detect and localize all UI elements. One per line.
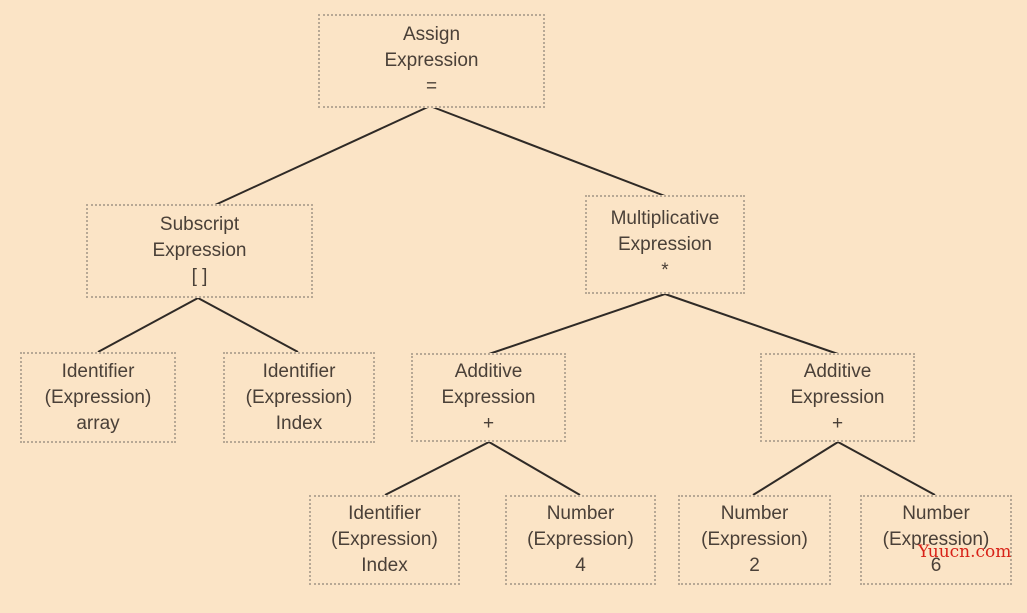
multiplicative-expression-node: Multiplicative Expression * — [585, 195, 745, 294]
node-label-line-2: Expression — [441, 386, 536, 408]
additive-expression-left-node: Additive Expression + — [411, 353, 566, 442]
edge-additive-right-number-2 — [752, 441, 839, 496]
node-label-line-2: Expression — [152, 240, 247, 261]
assign-expression-node: Assign Expression = — [318, 14, 545, 108]
number-4-node: Number (Expression) 4 — [505, 495, 656, 585]
additive-expression-right-node: Additive Expression + — [760, 353, 915, 442]
identifier-array-node: Identifier (Expression) array — [20, 352, 176, 443]
node-label-line-3: + — [482, 412, 495, 434]
identifier-index-node: Identifier (Expression) Index — [223, 352, 375, 443]
node-label-line-3: + — [831, 412, 844, 434]
edge-multiplicative-additive-right — [664, 293, 839, 355]
node-label-line-2: Expression — [384, 50, 479, 71]
node-label-line-2: Expression — [790, 386, 885, 408]
node-label-line-3: = — [425, 76, 438, 97]
node-label-line-2: (Expression) — [44, 386, 152, 408]
node-label-line-3: Index — [275, 412, 323, 434]
node-label-line-2: (Expression) — [701, 529, 808, 550]
node-label-line-1: Identifier — [348, 503, 421, 524]
edge-subscript-identifier-index — [197, 297, 299, 353]
node-label-line-2: (Expression) — [882, 529, 990, 550]
node-label-line-1: Identifier — [262, 360, 336, 382]
edge-additive-left-identifier-index — [384, 441, 490, 496]
node-label-line-1: Additive — [454, 360, 523, 382]
node-label-line-3: 6 — [930, 555, 942, 576]
edge-assign-multiplicative — [429, 105, 666, 197]
node-label-line-3: array — [76, 412, 120, 434]
node-label-line-1: Number — [902, 503, 970, 524]
node-label-line-3: 2 — [749, 555, 760, 576]
node-label-line-1: Additive — [803, 360, 872, 382]
node-label-line-1: Subscript — [159, 214, 240, 235]
node-label-line-1: Multiplicative — [610, 207, 720, 229]
edge-assign-subscript — [214, 105, 431, 206]
edge-additive-right-number-6 — [837, 441, 936, 496]
node-label-line-1: Number — [720, 503, 789, 524]
node-label-line-2: (Expression) — [245, 386, 353, 408]
node-label-line-3: * — [661, 259, 669, 281]
node-label-line-3: Index — [361, 555, 408, 576]
identifier-index-bottom-node: Identifier (Expression) Index — [309, 495, 460, 585]
node-label-line-3: 4 — [575, 555, 586, 576]
watermark-text: Yuucn.com — [918, 542, 1012, 562]
node-label-line-2: (Expression) — [331, 529, 438, 550]
node-label-line-2: (Expression) — [527, 529, 634, 550]
edge-multiplicative-additive-left — [488, 293, 666, 355]
node-label-line-1: Identifier — [61, 360, 135, 382]
edge-subscript-identifier-array — [97, 297, 199, 353]
node-label-line-1: Number — [546, 503, 615, 524]
node-label-line-3: [ ] — [191, 266, 208, 287]
number-2-node: Number (Expression) 2 — [678, 495, 831, 585]
subscript-expression-node: Subscript Expression [ ] — [86, 204, 313, 298]
number-6-node: Number (Expression) 6 — [860, 495, 1012, 585]
node-label-line-1: Assign — [402, 24, 461, 45]
edge-additive-left-number-4 — [488, 441, 581, 496]
node-label-line-2: Expression — [618, 233, 712, 255]
